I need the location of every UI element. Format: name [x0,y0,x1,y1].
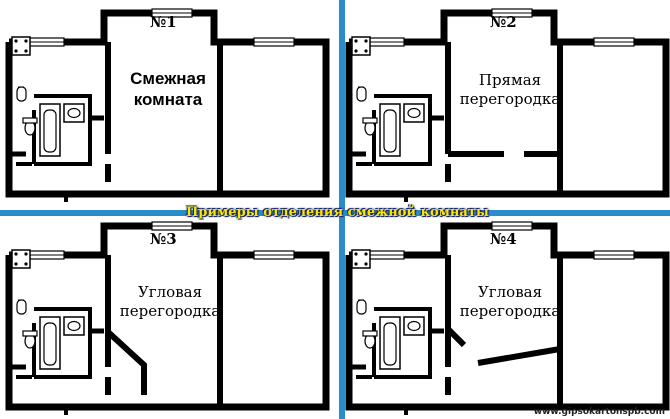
plan-number-2: №2 [490,13,517,31]
room-label-2-line1: Прямая [478,71,542,89]
banner-title: Примеры отделения смежной комнаты [186,205,489,220]
plan-number-1: №1 [150,13,177,31]
watermark: www.gipsokartonspb.com [533,407,665,417]
room-label-4-line2: перегородка [459,301,561,320]
room-label-1-line1: Смежная [130,69,206,88]
plan-number-4: №4 [490,230,517,248]
plan-4 [344,217,669,416]
plan-3 [4,217,329,416]
room-label-2: Прямая перегородка [450,71,570,109]
room-label-3-line2: перегородка [119,301,221,320]
room-label-4-line1: Угловая [477,283,543,301]
room-label-1: Смежная комната [116,68,220,111]
room-label-3: Угловая перегородка [110,283,230,321]
room-label-4: Угловая перегородка [450,283,570,321]
plan-2 [344,4,669,203]
plan-number-3: №3 [150,230,177,248]
divider-horizontal [0,210,670,216]
room-label-3-line1: Угловая [137,283,203,301]
room-label-1-line2: комната [133,90,203,110]
divider-vertical [339,0,345,419]
room-label-2-line2: перегородка [459,89,561,108]
